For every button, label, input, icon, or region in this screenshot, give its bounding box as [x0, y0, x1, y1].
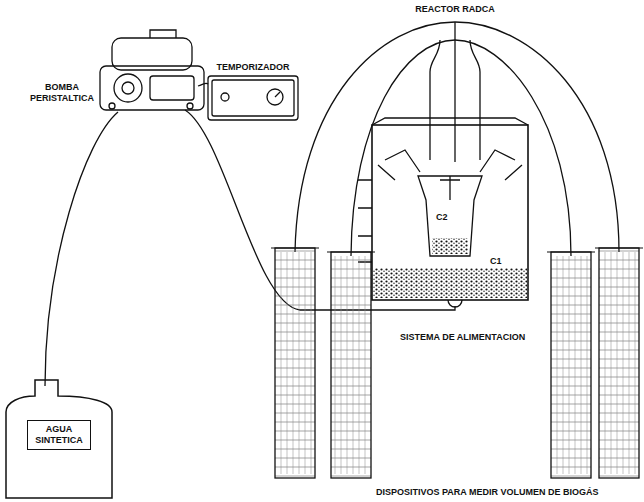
- label-box: AGUA SINTETICA: [27, 420, 91, 450]
- part-label: REACTOR RADCA: [385, 4, 525, 15]
- part-label: BOMBA PERISTALTICA: [23, 82, 101, 104]
- part-label: SISTEMA DE ALIMENTACION: [400, 332, 580, 343]
- part-label: C1: [490, 256, 520, 267]
- part-label: TEMPORIZADOR: [203, 62, 303, 73]
- part-label: C2: [436, 212, 466, 223]
- box-text: AGUA SINTETICA: [35, 424, 83, 445]
- part-label: DISPOSITIVOS PARA MEDIR VOLUMEN DE BIOGÁ…: [376, 487, 640, 498]
